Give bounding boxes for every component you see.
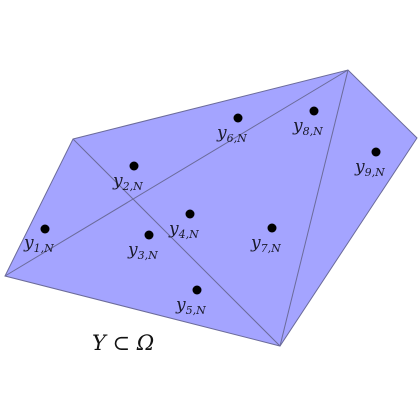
point-label-subscript: 5,N — [186, 304, 206, 317]
point-label-base: y — [250, 233, 261, 253]
point-label-base: y — [175, 295, 186, 315]
point-label-5: y5,N — [175, 295, 206, 317]
sample-point-9 — [371, 147, 381, 157]
domain-region — [4, 69, 418, 347]
point-label-9: y9,N — [354, 157, 385, 179]
point-label-base: y — [168, 219, 179, 239]
sample-point-7 — [267, 223, 277, 233]
sample-point-1 — [40, 224, 50, 234]
sample-point-5 — [192, 285, 202, 295]
point-label-1: y1,N — [23, 233, 54, 255]
point-label-base: y — [23, 233, 34, 253]
point-label-6: y6,N — [216, 123, 247, 145]
sample-point-4 — [185, 209, 195, 219]
point-label-subscript: 2,N — [122, 180, 143, 193]
edge-diagonal-upper-left-to-bottom — [72, 138, 281, 347]
sample-points: y1,Ny2,Ny3,Ny4,Ny5,Ny6,Ny7,Ny8,Ny9,N — [23, 106, 385, 317]
edge-top-right-to-bottom — [279, 69, 349, 347]
point-label-base: y — [292, 116, 303, 136]
point-label-7: y7,N — [250, 233, 281, 255]
point-label-base: y — [127, 240, 138, 260]
point-label-subscript: 7,N — [261, 242, 281, 255]
point-label-base: y — [354, 157, 365, 177]
point-label-base: y — [216, 123, 227, 143]
point-label-8: y8,N — [292, 116, 323, 138]
point-label-subscript: 1,N — [34, 242, 54, 255]
sample-point-2 — [129, 161, 139, 171]
sample-point-8 — [309, 106, 319, 116]
point-label-3: y3,N — [127, 240, 158, 262]
set-label: Y ⊂ Ω — [92, 331, 154, 355]
point-label-subscript: 8,N — [303, 125, 323, 138]
point-label-subscript: 9,N — [365, 166, 385, 179]
point-label-base: y — [112, 171, 123, 191]
point-label-subscript: 4,N — [178, 228, 199, 241]
point-label-subscript: 3,N — [138, 249, 158, 262]
sample-point-3 — [144, 230, 154, 240]
sample-point-6 — [233, 113, 243, 123]
point-label-4: y4,N — [168, 219, 199, 241]
point-label-subscript: 6,N — [227, 132, 247, 145]
edge-diagonal-lower-left-to-top-right — [4, 69, 349, 277]
point-label-2: y2,N — [112, 171, 143, 193]
